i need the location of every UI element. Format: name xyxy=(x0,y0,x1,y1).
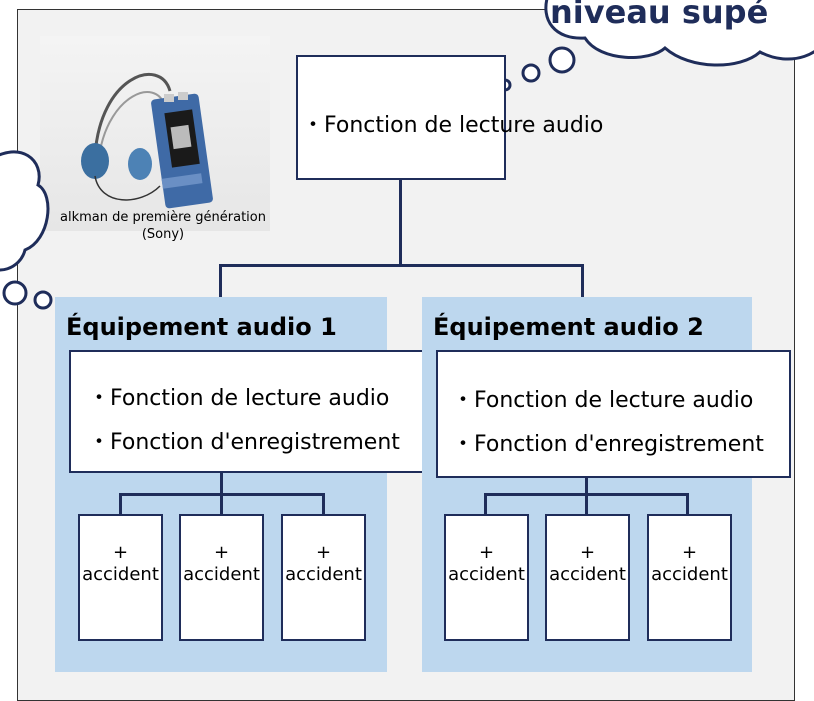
panel-2-child-drop-2 xyxy=(585,493,588,515)
panel-2-child-stem xyxy=(585,478,588,495)
panel-1-child-drop-3 xyxy=(322,493,325,515)
panel-1-function-box xyxy=(69,350,424,473)
bubble-left-2 xyxy=(33,290,53,310)
cloud-heading: niveau supé xyxy=(550,0,769,31)
walkman-photo xyxy=(40,36,270,231)
bubble-left-1 xyxy=(2,280,28,306)
panel-2-child-3: + accident xyxy=(647,514,732,641)
panel-1-child-3-label: + accident xyxy=(285,542,362,585)
panel-1-line-1: ・Fonction de lecture audio xyxy=(88,386,390,411)
connector-top-vertical xyxy=(399,180,402,266)
panel-2-child-drop-3 xyxy=(686,493,689,515)
top-thought-cloud xyxy=(544,0,814,67)
panel-1-line-2: ・Fonction d'enregistrement xyxy=(88,430,400,455)
top-function-text: ・Fonction de lecture audio xyxy=(302,113,604,138)
panel-1-child-stem xyxy=(220,473,223,495)
bubble-top-1 xyxy=(548,46,576,74)
panel-2-child-1: + accident xyxy=(444,514,529,641)
left-thought-cloud xyxy=(0,150,50,272)
panel-2-line-1: ・Fonction de lecture audio xyxy=(452,388,754,413)
panel-2-child-3-label: + accident xyxy=(651,542,728,585)
panel-1-text-clip: ・Fonction de lecture audio ・Fonction d'e… xyxy=(88,372,426,462)
panel-1-child-drop-2 xyxy=(220,493,223,515)
panel-1-child-1-label: + accident xyxy=(82,542,159,585)
photo-caption: alkman de première génération (Sony) xyxy=(60,210,266,242)
panel-2-child-2: + accident xyxy=(545,514,630,641)
panel-1-child-2: + accident xyxy=(179,514,264,641)
panel-2-child-1-label: + accident xyxy=(448,542,525,585)
panel-1-title: Équipement audio 1 xyxy=(66,313,337,341)
panel-2-text-clip: ・Fonction de lecture audio ・Fonction d'e… xyxy=(452,374,807,466)
walkman-image xyxy=(81,73,213,209)
panel-2-function-box xyxy=(436,350,791,478)
connector-horizontal xyxy=(219,264,584,267)
panel-1-child-1: + accident xyxy=(78,514,163,641)
panel-1-child-drop-1 xyxy=(119,493,122,515)
top-function-box xyxy=(296,55,506,180)
panel-1-child-3: + accident xyxy=(281,514,366,641)
bubble-top-2 xyxy=(521,63,541,83)
panel-2-title: Équipement audio 2 xyxy=(433,313,704,341)
panel-1-child-2-label: + accident xyxy=(183,542,260,585)
panel-2-line-2: ・Fonction d'enregistrement xyxy=(452,432,764,457)
panel-2-child-drop-1 xyxy=(484,493,487,515)
panel-2-child-2-label: + accident xyxy=(549,542,626,585)
